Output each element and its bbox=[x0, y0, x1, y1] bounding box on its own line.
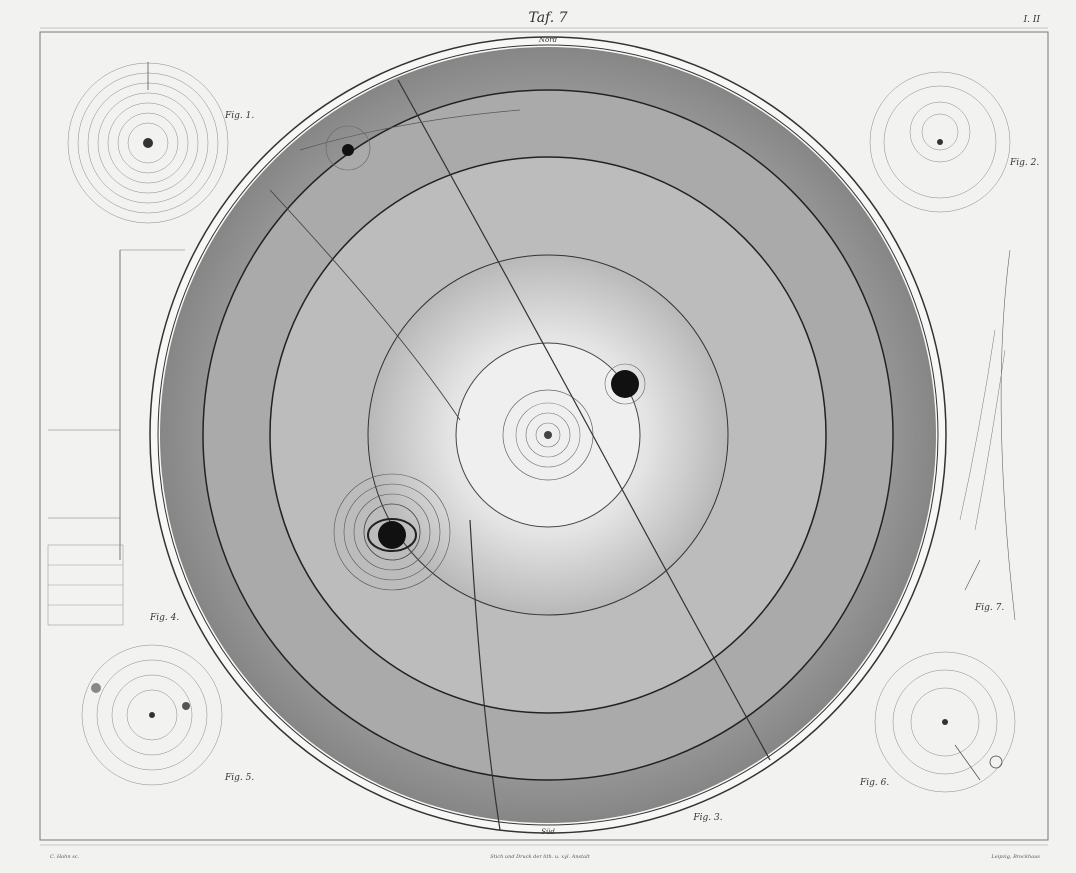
fig7-caption: Fig. 7. bbox=[974, 603, 1004, 613]
fig2-caption: Fig. 2. bbox=[1009, 158, 1039, 168]
bottom-imprint: Stich und Druck der lith. u. xyl. Anstal… bbox=[490, 854, 590, 860]
planet-right bbox=[611, 370, 639, 398]
plate-title: Taf. 7 bbox=[528, 10, 567, 26]
fig6-caption: Fig. 6. bbox=[859, 778, 889, 788]
rim-label-south: Süd bbox=[541, 828, 555, 836]
rim-label-north: Nord bbox=[538, 36, 558, 44]
fig4-caption: Fig. 4. bbox=[149, 613, 179, 623]
central-sun bbox=[544, 431, 552, 439]
fig5-caption: Fig. 5. bbox=[224, 773, 254, 783]
fig1-caption: Fig. 1. bbox=[224, 111, 254, 121]
plate-number: I. II bbox=[1023, 15, 1041, 25]
bottom-left-credit: C. Hahn sc. bbox=[50, 854, 80, 860]
planet-upper-left bbox=[342, 144, 354, 156]
bottom-right-credit: Leipzig, Brockhaus bbox=[990, 854, 1040, 860]
main-heliocentric-diagram: Nord Süd Fig. 3. bbox=[150, 36, 946, 836]
fig3-caption: Fig. 3. bbox=[692, 813, 722, 823]
